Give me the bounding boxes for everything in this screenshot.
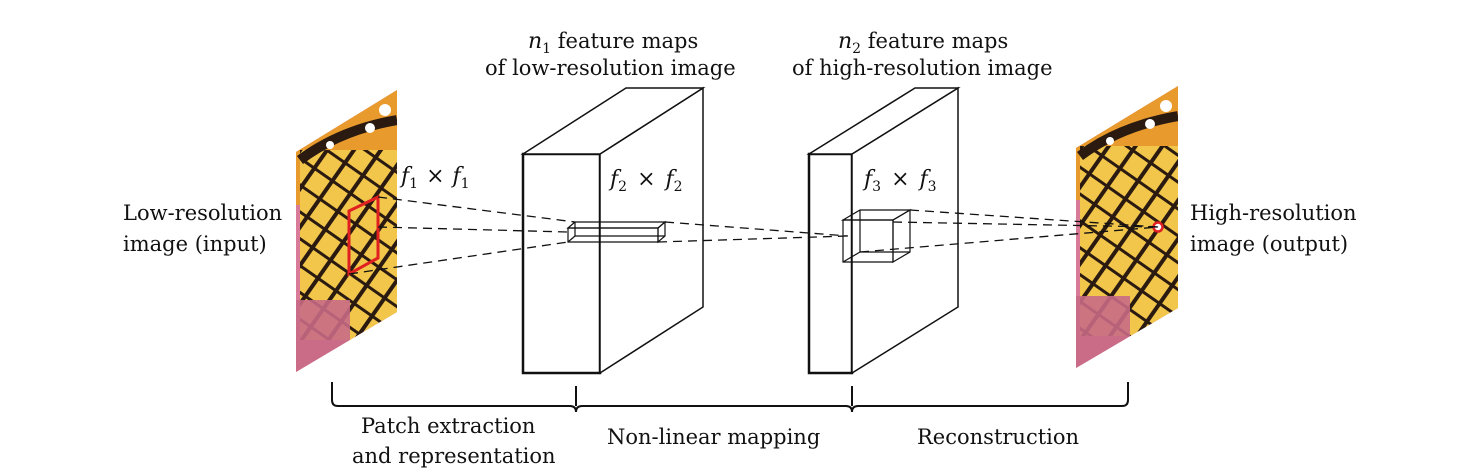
n2-label-line1: n2 feature maps bbox=[838, 29, 1008, 57]
n1-rest: feature maps bbox=[551, 29, 698, 53]
output-label-line1: High-resolution bbox=[1190, 201, 1357, 225]
output-image bbox=[1076, 86, 1178, 368]
n2-var: n bbox=[838, 29, 852, 54]
n2-rest: feature maps bbox=[861, 29, 1008, 53]
feature-block-2 bbox=[806, 86, 961, 375]
input-label-line2: image (input) bbox=[123, 232, 267, 256]
stage-patch-line1: Patch extraction bbox=[361, 414, 535, 438]
output-label-line2: image (output) bbox=[1190, 232, 1348, 256]
n1-sub: 1 bbox=[542, 41, 551, 57]
n1-label-line2: of low-resolution image bbox=[485, 56, 736, 80]
stage-nonlinear: Non-linear mapping bbox=[607, 425, 820, 449]
stage-reconstruction: Reconstruction bbox=[917, 425, 1079, 449]
stage-braces bbox=[331, 382, 1129, 413]
stage-patch-line2: and representation bbox=[352, 444, 556, 468]
projection-lines bbox=[348, 196, 1159, 275]
n2-sub: 2 bbox=[852, 41, 861, 57]
n2-label-line2: of high-resolution image bbox=[792, 56, 1053, 80]
input-label-line1: Low-resolution bbox=[123, 201, 282, 225]
n1-label-line1: n1 feature maps bbox=[528, 29, 698, 57]
input-patch-outline bbox=[347, 194, 380, 277]
input-image bbox=[296, 90, 397, 372]
n1-var: n bbox=[528, 29, 542, 54]
filter1-label: f1×f1 bbox=[399, 164, 470, 192]
feature-block-1 bbox=[520, 86, 706, 375]
